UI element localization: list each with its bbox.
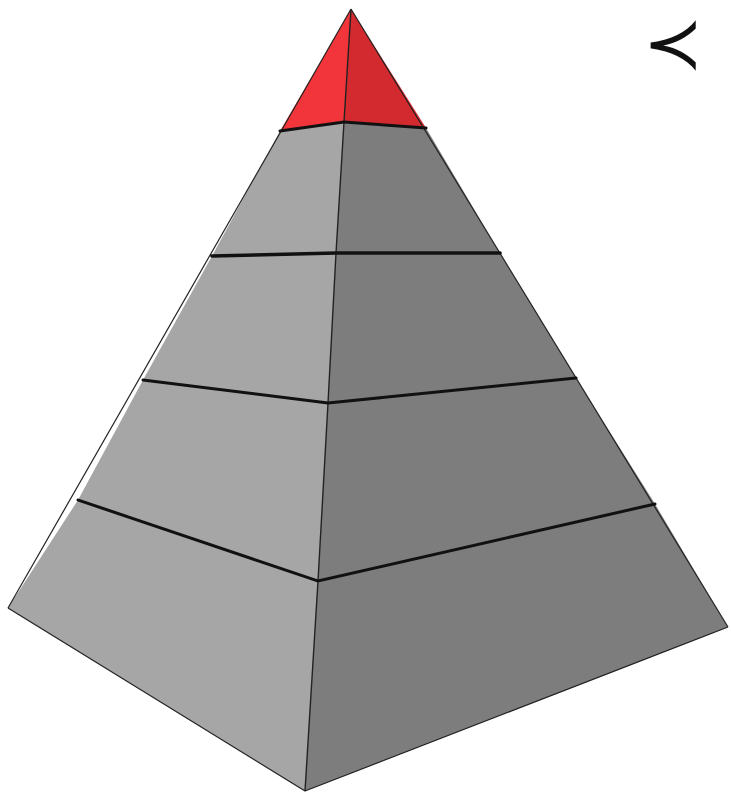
layer-3-left-face bbox=[143, 253, 336, 403]
layer-3 bbox=[143, 253, 576, 403]
precedes-symbol: ≺ bbox=[643, 1, 703, 85]
layer-5-right-face bbox=[344, 9, 426, 128]
layer-4-right-face bbox=[336, 122, 500, 253]
layer-5-top-highlighted bbox=[280, 9, 426, 131]
layer-4 bbox=[212, 122, 500, 256]
layer-4-left-face bbox=[212, 122, 344, 256]
